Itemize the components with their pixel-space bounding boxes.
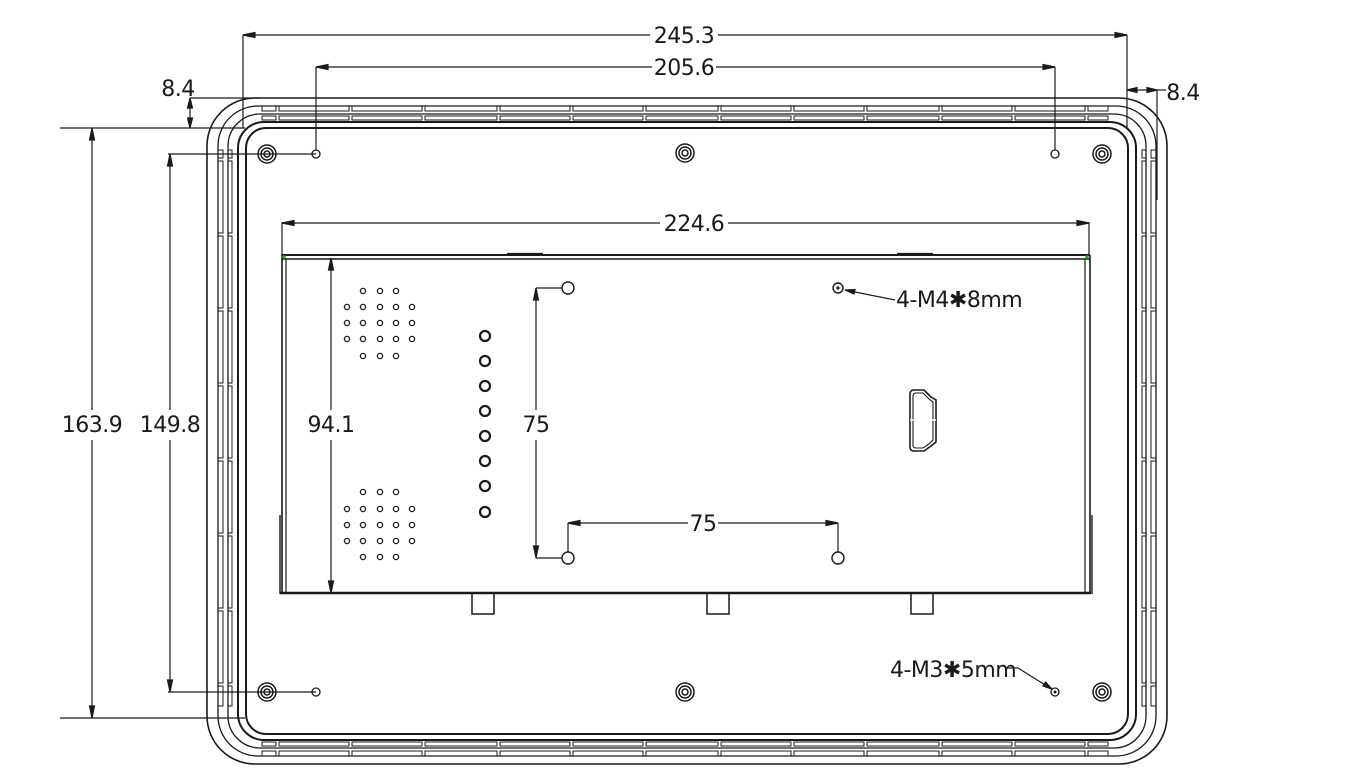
dim-inner-width: 224.6 bbox=[664, 212, 724, 237]
boss-bottom-right bbox=[1092, 682, 1112, 702]
dim-right-margin: 8.4 bbox=[1166, 81, 1200, 106]
frame-slots-bottom bbox=[261, 741, 1109, 757]
dim-vesa-vertical: 75 bbox=[523, 413, 550, 438]
frame-slots-top bbox=[261, 105, 1109, 121]
frame-slots-right bbox=[1141, 149, 1157, 707]
frame-slots-left bbox=[217, 149, 233, 707]
dim-inner-height: 94.1 bbox=[308, 413, 355, 438]
callout-frame-holes: 4-M3✱5mm bbox=[890, 658, 1016, 683]
dim-overall-width: 245.3 bbox=[654, 24, 714, 49]
speaker-grille-bottom bbox=[343, 488, 416, 561]
bottom-tabs bbox=[471, 592, 934, 615]
hdmi-port-icon bbox=[909, 389, 937, 452]
corner-marker-right bbox=[1085, 255, 1089, 259]
callout-vesa-holes: 4-M4✱8mm bbox=[896, 288, 1022, 313]
dimension-lines bbox=[60, 31, 1166, 719]
dim-overall-height: 163.9 bbox=[62, 413, 122, 438]
dimension-labels: 245.3 205.6 8.4 8.4 163.9 149.8 224.6 94… bbox=[62, 24, 1200, 683]
corner-marker-left bbox=[282, 255, 286, 259]
dim-vesa-horizontal: 75 bbox=[690, 512, 717, 537]
speaker-grille-top bbox=[343, 287, 416, 360]
boss-top-center bbox=[675, 143, 695, 163]
inner-body bbox=[279, 252, 1093, 595]
dim-left-margin: 8.4 bbox=[161, 77, 195, 102]
button-holes bbox=[478, 329, 492, 519]
boss-top-right bbox=[1092, 144, 1112, 164]
dim-mount-hole-height: 149.8 bbox=[140, 413, 200, 438]
boss-bottom-center bbox=[675, 682, 695, 702]
dim-mount-hole-width: 205.6 bbox=[654, 56, 714, 81]
